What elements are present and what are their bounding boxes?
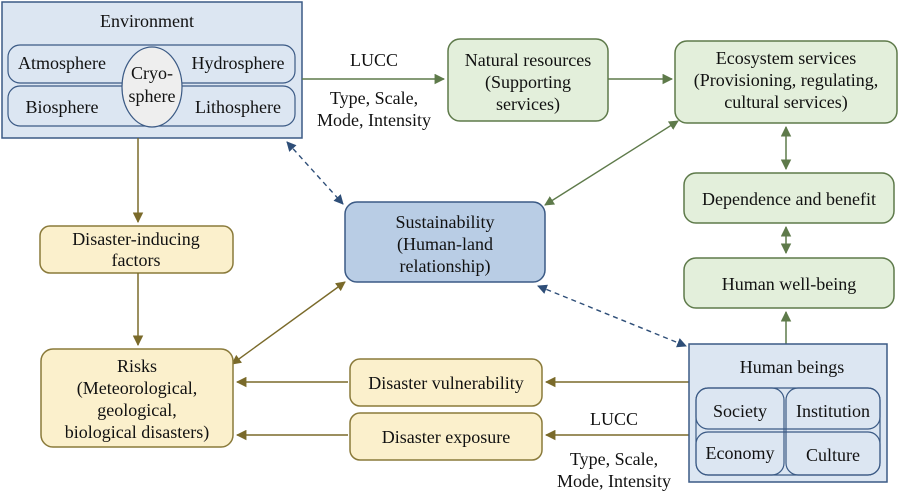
cryosphere-label-1: Cryo- — [131, 63, 173, 83]
culture-label: Culture — [806, 445, 860, 465]
hydrosphere-label: Hydrosphere — [192, 53, 285, 73]
env-sustainability-dashed-arrow — [286, 141, 344, 205]
exposure-label: Disaster exposure — [382, 427, 510, 447]
society-label: Society — [713, 401, 767, 421]
ecosystem-services-line3: cultural services) — [724, 92, 847, 113]
lucc-top-line2: Mode, Intensity — [317, 110, 431, 130]
natural-resources-line2: (Supporting — [485, 72, 571, 93]
risks-box: Risks (Meteorological, geological, biolo… — [40, 348, 234, 448]
disaster-factors-line1: Disaster-inducing — [72, 229, 200, 249]
human-beings-box: Human beings Society Institution Economy… — [688, 343, 888, 483]
risks-line4: biological disasters) — [65, 422, 209, 443]
natural-resources-line1: Natural resources — [465, 50, 591, 70]
risks-line1: Risks — [117, 356, 157, 376]
environment-box: Environment Atmosphere Hydrosphere Biosp… — [1, 1, 303, 139]
natural-resources-line3: services) — [496, 94, 560, 115]
disaster-factors-line2: factors — [112, 250, 161, 270]
lucc-bottom-label: LUCC — [590, 409, 638, 429]
cryosphere-ellipse — [121, 46, 183, 128]
ecosystem-services-box: Ecosystem services (Provisioning, regula… — [674, 40, 898, 124]
sustainability-box: Sustainability (Human-land relationship) — [344, 201, 546, 283]
institution-label: Institution — [796, 401, 870, 421]
atmosphere-label: Atmosphere — [18, 53, 106, 73]
lucc-bottom-line2: Mode, Intensity — [557, 471, 671, 491]
wellbeing-label: Human well-being — [722, 274, 856, 294]
economy-label: Economy — [706, 443, 775, 463]
risks-line2: (Meteorological, — [77, 378, 197, 399]
risks-line3: geological, — [97, 400, 176, 420]
lithosphere-label: Lithosphere — [195, 97, 281, 117]
ecosystem-services-line1: Ecosystem services — [716, 48, 856, 68]
lucc-bottom-line1: Type, Scale, — [570, 449, 658, 469]
ecosystem-services-line2: (Provisioning, regulating, — [694, 70, 878, 91]
disaster-factors-box: Disaster-inducing factors — [39, 225, 234, 274]
vulnerability-box: Disaster vulnerability — [349, 358, 543, 407]
sustainability-risks-arrow — [231, 281, 346, 365]
natural-resources-box: Natural resources (Supporting services) — [447, 38, 609, 122]
lucc-top-line1: Type, Scale, — [330, 88, 418, 108]
dependence-label: Dependence and benefit — [702, 189, 876, 209]
dependence-box: Dependence and benefit — [683, 172, 895, 224]
biosphere-label: Biosphere — [26, 97, 99, 117]
human-beings-title: Human beings — [740, 357, 844, 377]
sustainability-line1: Sustainability — [396, 212, 495, 232]
sustainability-line3: relationship) — [400, 256, 491, 277]
sustainability-line2: (Human-land — [397, 234, 493, 255]
sustainability-ecosystem-arrow — [544, 120, 679, 206]
wellbeing-box: Human well-being — [683, 257, 895, 309]
lucc-top-label: LUCC — [350, 50, 398, 70]
exposure-box: Disaster exposure — [349, 412, 543, 461]
human-row-top — [695, 387, 881, 430]
sustainability-human-dashed-arrow — [537, 284, 687, 348]
environment-title: Environment — [100, 11, 194, 31]
cryosphere-label-2: sphere — [129, 86, 176, 106]
vulnerability-label: Disaster vulnerability — [368, 373, 523, 393]
human-row-bottom — [695, 431, 881, 476]
